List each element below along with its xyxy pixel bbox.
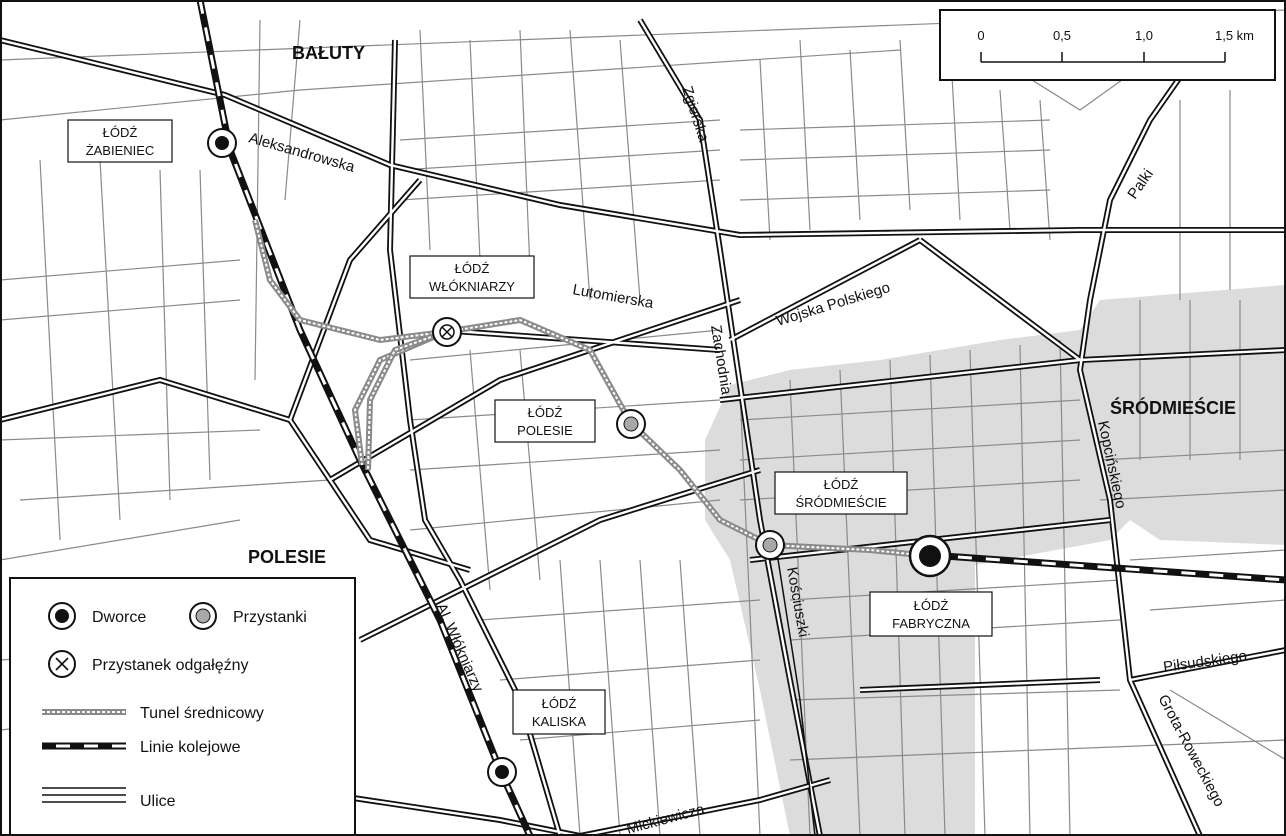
station-polesie-symbol[interactable]: [616, 409, 646, 439]
street-label-lutomierska: Lutomierska: [571, 281, 655, 312]
street-label-pilsudskiego: Piłsudskiego: [1162, 647, 1248, 676]
station-label-line2: ŚRÓDMIEŚCIE: [795, 495, 886, 510]
station-label-polesie: ŁÓDŹ POLESIE: [494, 399, 596, 443]
station-label-line2: POLESIE: [517, 423, 573, 438]
legend-dworce-label: Dworce: [92, 609, 146, 626]
station-label-line1: ŁÓDŹ: [542, 696, 577, 711]
station-label-line2: WŁÓKNIARZY: [429, 279, 515, 294]
street-label-aleksandrowska: Aleksandrowska: [247, 130, 357, 177]
station-label-line2: FABRYCZNA: [892, 616, 970, 631]
legend-ulice-label: Ulice: [140, 793, 176, 810]
station-label-wlokniarzy: ŁÓDŹ WŁÓKNIARZY: [409, 255, 535, 299]
street-label-zgierska: Zgierska: [678, 84, 712, 145]
district-baluty: BAŁUTY: [292, 43, 365, 63]
station-label-zabieniec: ŁÓDŹ ŻABIENIEC: [67, 119, 173, 163]
legend-tunel-label: Tunel średnicowy: [140, 705, 264, 722]
legend-odgalezny-icon: [48, 650, 76, 678]
district-srodmiescie: ŚRÓDMIEŚCIE: [1110, 397, 1236, 418]
legend-dworce-icon: [48, 602, 76, 630]
legend: Dworce Przystanki Przystanek odgałęźny T…: [9, 577, 356, 836]
scale-bar: 0 0,5 1,0 1,5 km: [939, 9, 1276, 81]
station-zabieniec-symbol[interactable]: [207, 128, 237, 158]
station-label-srodmiescie: ŁÓDŹ ŚRÓDMIEŚCIE: [774, 471, 908, 515]
station-label-line1: ŁÓDŹ: [455, 261, 490, 276]
legend-przystanki-icon: [189, 602, 217, 630]
scale-tick-label: 1,0: [1135, 28, 1153, 43]
legend-linie-label: Linie kolejowe: [140, 739, 241, 756]
station-wlokniarzy-symbol[interactable]: [432, 317, 462, 347]
station-label-line2: ŻABIENIEC: [86, 143, 155, 158]
station-fabryczna-symbol[interactable]: [908, 534, 952, 578]
scale-tick-label: 1,5 km: [1215, 28, 1254, 43]
station-label-line2: KALISKA: [532, 714, 587, 729]
station-label-line1: ŁÓDŹ: [914, 598, 949, 613]
street-label-mickiewicza: Mickiewicza: [625, 801, 707, 836]
street-label-grota-roweckiego: Grota-Roweckiego: [1154, 692, 1227, 810]
station-kaliska-symbol[interactable]: [487, 757, 517, 787]
station-label-line1: ŁÓDŹ: [528, 405, 563, 420]
scale-tick-label: 0,5: [1053, 28, 1071, 43]
street-label-palki: Palki: [1124, 166, 1157, 202]
legend-odgalezny-label: Przystanek odgałęźny: [92, 657, 249, 674]
station-label-kaliska: ŁÓDŹ KALISKA: [512, 689, 606, 735]
station-label-fabryczna: ŁÓDŹ FABRYCZNA: [869, 591, 993, 637]
scale-tick-label: 0: [977, 28, 984, 43]
station-label-line1: ŁÓDŹ: [103, 125, 138, 140]
legend-ulice-icon: [42, 787, 126, 803]
district-polesie: POLESIE: [248, 547, 326, 567]
station-srodmiescie-symbol[interactable]: [755, 530, 785, 560]
legend-przystanki-label: Przystanki: [233, 609, 307, 626]
station-label-line1: ŁÓDŹ: [824, 477, 859, 492]
